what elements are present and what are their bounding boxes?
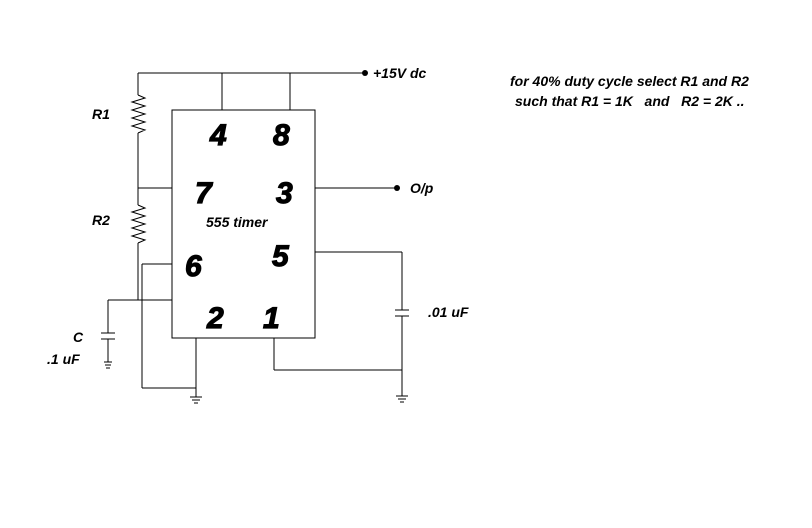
- ground-main: [190, 338, 202, 404]
- r2-label: R2: [92, 212, 110, 228]
- output-wire: [315, 185, 400, 191]
- note-line-2: such that R1 = 1K and R2 = 2K ..: [515, 93, 745, 109]
- pin-2-number: 2: [206, 302, 224, 335]
- pin1-ground-wire: [273, 338, 402, 371]
- threshold-trigger-wires: [108, 263, 196, 389]
- pin-7-number: 7: [195, 177, 213, 210]
- resistor-r1: [130, 73, 147, 188]
- resistor-r2: [130, 188, 147, 300]
- pin-3-number: 3: [276, 177, 293, 210]
- r1-label: R1: [92, 106, 110, 122]
- ic-body: [171, 109, 316, 339]
- pin-1-number: 1: [263, 302, 280, 335]
- pin-8-number: 8: [273, 119, 290, 152]
- c-value-label: .1 uF: [47, 351, 80, 367]
- pin-5-number: 5: [272, 240, 290, 273]
- chip-label: 555 timer: [206, 214, 269, 230]
- capacitor-control: [315, 251, 409, 403]
- c-label: C: [73, 329, 84, 345]
- capacitor-c: [101, 300, 115, 369]
- control-cap-value-label: .01 uF: [428, 304, 469, 320]
- pin-4-number: 4: [209, 119, 227, 152]
- supply-label: +15V dc: [373, 65, 427, 81]
- note-line-1: for 40% duty cycle select R1 and R2: [510, 73, 749, 89]
- supply-rail: [138, 70, 368, 110]
- output-label: O/p: [410, 180, 434, 196]
- pin-6-number: 6: [185, 250, 202, 283]
